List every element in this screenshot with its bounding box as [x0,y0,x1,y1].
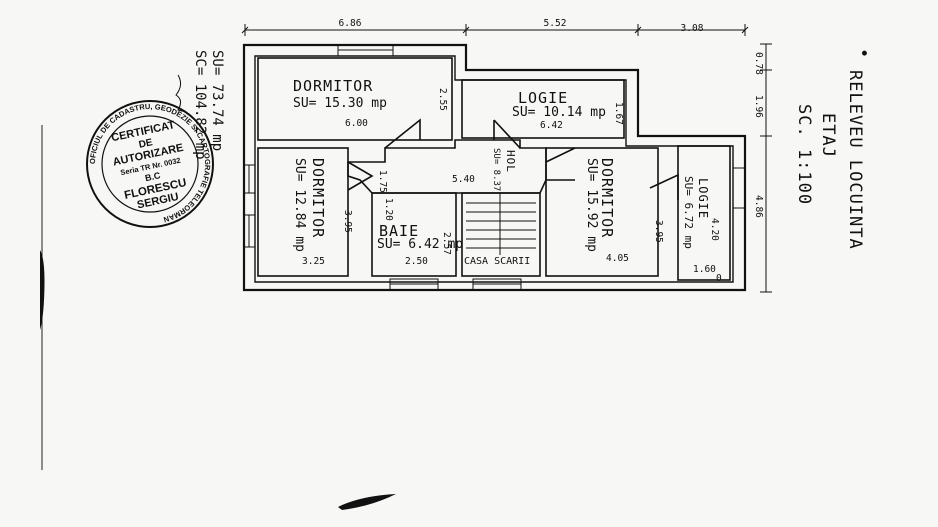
room-outline-dormitor1 [257,57,453,141]
room-outline-logie1 [461,79,625,139]
dim-label: 1.75 [377,170,388,193]
room-name: HOL [504,150,517,173]
authorization-stamp: OFICIUL DE CADASTRU, GEODEZIE SI CARTOGR… [86,100,214,228]
room-dormitor3: DORMITOR SU= 15.92 mp 4.05 3.95 [584,158,664,264]
dim-label: 0 [716,273,722,284]
signature-mark [175,74,187,113]
dim-label: 4.20 [709,218,720,241]
title-line2: ETAJ [818,113,838,158]
scan-blot-mark [40,250,45,330]
room-dormitor2: DORMITOR SU= 12.84 mp 3.95 3.25 [292,158,353,267]
dim-label: 1.67 [613,102,624,125]
room-name: LOGIE [696,178,710,219]
stairs [466,193,536,255]
door-arrow [649,173,679,200]
room-dormitor1: DORMITOR SU= 15.30 mp 6.00 2.55 [293,77,448,129]
door-arrow [545,147,576,181]
room-hol: HOL SU= 8.37 5.40 1.75 [377,148,517,193]
room-name: DORMITOR [309,158,327,238]
dim-label: 1.20 [383,198,394,221]
outer-walls [242,43,747,292]
plan-title: • RELEVEU LOCUINTA ETAJ SC. 1:100 [794,48,873,250]
dim-label: 6.00 [345,118,368,129]
window [732,167,746,209]
dim-label: 1.60 [693,264,716,275]
room-name: DORMITOR [293,77,373,95]
dim-right-3: 4.86 [753,195,764,218]
room-outline-dormitor3 [545,147,659,277]
dim-right-1: 0.78 [753,52,764,75]
dim-label: 5.40 [452,174,475,185]
room-name: DORMITOR [598,158,616,238]
dim-label: 6.42 [540,120,563,131]
title-bullet: • [853,48,873,59]
dim-label: 3.95 [342,210,353,233]
dim-label: 2.57 [441,232,452,255]
door-arrow [493,119,521,149]
room-name: LOGIE [518,89,568,107]
scan-blot-mark [338,494,396,510]
dim-top-2: 5.52 [544,18,567,29]
dim-label: 2.50 [405,256,428,267]
top-dimension-line: 6.86 5.52 3.08 [241,18,749,36]
dim-top-1: 6.86 [339,18,362,29]
room-outline-dormitor2 [257,147,349,277]
room-area: SU= 6.42 mp [377,237,463,252]
dim-label: 2.55 [437,88,448,111]
dim-top-3: 3.08 [681,23,704,34]
stamp-inner-ring [101,115,199,213]
dim-label: 4.05 [606,253,629,264]
room-logie2: LOGIE SU= 6.72 mp 4.20 1.60 0 [682,176,722,284]
room-logie1: LOGIE SU= 10.14 mp 6.42 1.67 [512,89,624,131]
dim-label: 3.95 [653,220,664,243]
room-casa-scarii: CASA SCARII [464,256,530,267]
room-area: SU= 10.14 mp [512,105,606,120]
room-baie: BAIE SU= 6.42 mp 2.50 2.57 1.20 [377,198,463,267]
title-scale: SC. 1:100 [794,104,814,205]
room-area: SU= 8.37 [491,148,501,191]
door-arrow [347,161,374,191]
summary-su: SU= 73.74 mp [209,50,225,151]
room-name: BAIE [379,222,419,240]
stamp-line5: B.C [144,170,162,183]
room-area: SU= 6.72 mp [682,176,695,249]
stamp-outer-ring [86,100,214,228]
stamp-line2: DE [138,137,154,151]
room-name: CASA SCARII [464,256,530,267]
dim-label: 3.25 [302,256,325,267]
dim-right-2: 1.96 [753,95,764,118]
right-dimension-line: 0.78 1.96 4.86 [753,43,772,293]
door-arrow [384,118,421,149]
room-outline-logie2 [677,145,731,281]
room-area: SU= 12.84 mp [292,158,307,252]
room-area: SU= 15.92 mp [584,158,599,252]
title-line1: RELEVEU LOCUINTA [845,70,865,250]
interior-walls [257,57,731,281]
room-area: SU= 15.30 mp [293,96,387,111]
